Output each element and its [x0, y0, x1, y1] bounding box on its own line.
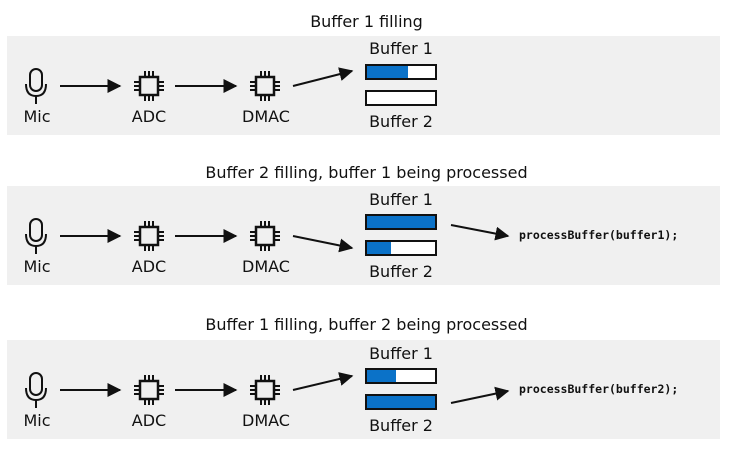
buffer-1-fill — [367, 370, 396, 382]
mic-label: Mic — [23, 411, 51, 430]
buffer-2-label: Buffer 2 — [369, 262, 433, 281]
panel-2: Mic ADC DMAC Buffer 1 Buffer 2 processBu… — [7, 186, 720, 285]
dmac-label: DMAC — [242, 411, 290, 430]
mic-label: Mic — [23, 107, 51, 126]
buffer-1-fill — [367, 66, 408, 78]
buffer-1 — [365, 368, 437, 384]
chip-icon — [250, 221, 280, 251]
panel-3: Mic ADC DMAC Buffer 1 Buffer 2 processBu… — [7, 340, 720, 439]
arrow-buffer-to-process — [450, 386, 510, 404]
adc-label: ADC — [131, 411, 167, 430]
buffer-2 — [365, 90, 437, 106]
adc-label: ADC — [131, 257, 167, 276]
buffer-1-fill — [367, 216, 435, 228]
buffer-2-label: Buffer 2 — [369, 112, 433, 131]
dmac-label: DMAC — [242, 107, 290, 126]
microphone-icon — [25, 68, 47, 104]
mic-label: Mic — [23, 257, 51, 276]
adc-label: ADC — [131, 107, 167, 126]
buffer-2-fill — [367, 242, 391, 254]
buffer-1 — [365, 64, 437, 80]
panel-1-title: Buffer 1 filling — [310, 12, 423, 31]
buffer-2 — [365, 394, 437, 410]
arrow-dmac-to-buffer-1 — [292, 372, 354, 391]
chip-icon — [134, 375, 164, 405]
arrow-dmac-to-buffer-2 — [292, 235, 354, 253]
panel-2-title: Buffer 2 filling, buffer 1 being process… — [205, 163, 528, 182]
chip-icon — [134, 71, 164, 101]
chip-icon — [134, 221, 164, 251]
buffer-1-label: Buffer 1 — [369, 190, 433, 209]
panel-3-title: Buffer 1 filling, buffer 2 being process… — [205, 315, 528, 334]
buffer-2 — [365, 240, 437, 256]
process-buffer-call: processBuffer(buffer2); — [519, 382, 679, 396]
buffer-1 — [365, 214, 437, 230]
microphone-icon — [25, 218, 47, 254]
buffer-2-fill — [367, 396, 435, 408]
chip-icon — [250, 375, 280, 405]
panel-1: Mic ADC DMAC Buffer 1 Buffer 2 — [7, 36, 720, 135]
arrow-buffer-to-process — [450, 224, 510, 241]
buffer-2-label: Buffer 2 — [369, 416, 433, 435]
buffer-1-label: Buffer 1 — [369, 344, 433, 363]
buffer-1-label: Buffer 1 — [369, 39, 433, 58]
process-buffer-call: processBuffer(buffer1); — [519, 228, 679, 242]
dmac-label: DMAC — [242, 257, 290, 276]
microphone-icon — [25, 372, 47, 408]
arrow-dmac-to-buffer-1 — [292, 67, 354, 87]
chip-icon — [250, 71, 280, 101]
